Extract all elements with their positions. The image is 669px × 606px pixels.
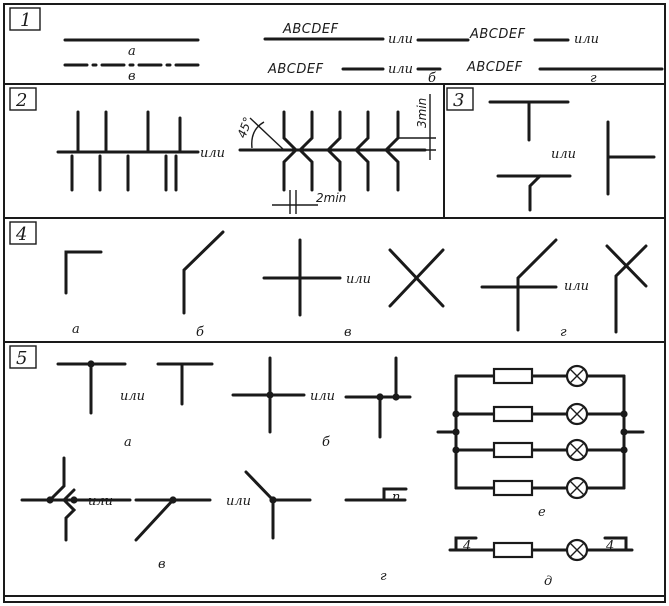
tag-4-right: 4	[605, 539, 614, 554]
section-5-number-box	[9, 345, 37, 369]
section-5-or-3: или	[88, 494, 113, 509]
section-3: 3 или	[446, 87, 656, 212]
section-3-number-box	[446, 87, 474, 111]
section-4-or-2: или	[564, 279, 589, 294]
tag-p: п	[392, 490, 400, 505]
section-5-or-2: или	[310, 389, 335, 404]
section-5-or-4: или	[226, 494, 251, 509]
angle-line	[249, 117, 285, 151]
section-5: 5 или а или б или в или	[9, 345, 645, 589]
label-5g: г	[380, 569, 387, 584]
section-3-number: 3	[453, 90, 464, 111]
section-2-number-box	[9, 87, 37, 111]
circuit-d: 4 4	[448, 536, 634, 562]
or-2: или	[574, 32, 599, 47]
section-1: 1 а в ABCDEF или ABCDEF или ABCDEF или б…	[9, 7, 664, 86]
text-abcdef-bottom-1: ABCDEF	[267, 62, 324, 77]
resistor	[492, 367, 534, 385]
resistor	[492, 479, 534, 497]
or-1: или	[388, 32, 413, 47]
section-3-or: или	[551, 147, 576, 162]
section-1-number-box	[9, 7, 41, 31]
dim-3min: 3min	[415, 98, 429, 128]
label-b: б	[428, 71, 436, 86]
section-4: 4 а б или в или г	[9, 221, 648, 340]
section-2-or: или	[200, 146, 225, 161]
node-dot	[87, 360, 95, 368]
corner-a	[64, 250, 103, 295]
label-5d: д	[544, 574, 552, 589]
text-abcdef-top-2: ABCDEF	[469, 27, 526, 42]
label-4g: г	[560, 325, 567, 340]
section-1-number: 1	[20, 10, 31, 31]
section-5-number: 5	[16, 348, 27, 369]
text-abcdef-bottom-2: ABCDEF	[466, 60, 523, 75]
dim-2min: 2min	[316, 191, 346, 205]
angle-arc	[251, 121, 265, 149]
y-5v	[244, 470, 275, 502]
resistor	[492, 541, 534, 559]
sheet-border	[3, 3, 666, 603]
section-2: 2 или 45° 3min	[9, 87, 436, 214]
section-4-number: 4	[15, 224, 27, 245]
label-4v: в	[344, 325, 352, 340]
label-4a: а	[72, 322, 80, 337]
bend-b	[182, 230, 225, 315]
resistor	[492, 405, 534, 423]
section-5-or-1: или	[120, 389, 145, 404]
label-a: а	[128, 44, 136, 59]
or-3: или	[388, 62, 413, 77]
text-abcdef-top-1: ABCDEF	[282, 22, 339, 37]
label-5a: а	[124, 435, 132, 450]
label-5v: в	[158, 557, 166, 572]
resistor	[492, 441, 534, 459]
section-4-or-1: или	[346, 272, 371, 287]
section-2-number: 2	[15, 90, 27, 111]
label-v: в	[128, 69, 136, 84]
label-5b: б	[322, 435, 330, 450]
ladder-e	[436, 364, 645, 500]
tag-4-left: 4	[462, 539, 471, 554]
angle-label: 45°	[235, 115, 255, 140]
label-5e: е	[538, 505, 546, 520]
label-g: г	[590, 71, 597, 86]
label-4b: б	[196, 325, 204, 340]
section-4-number-box	[9, 221, 37, 245]
